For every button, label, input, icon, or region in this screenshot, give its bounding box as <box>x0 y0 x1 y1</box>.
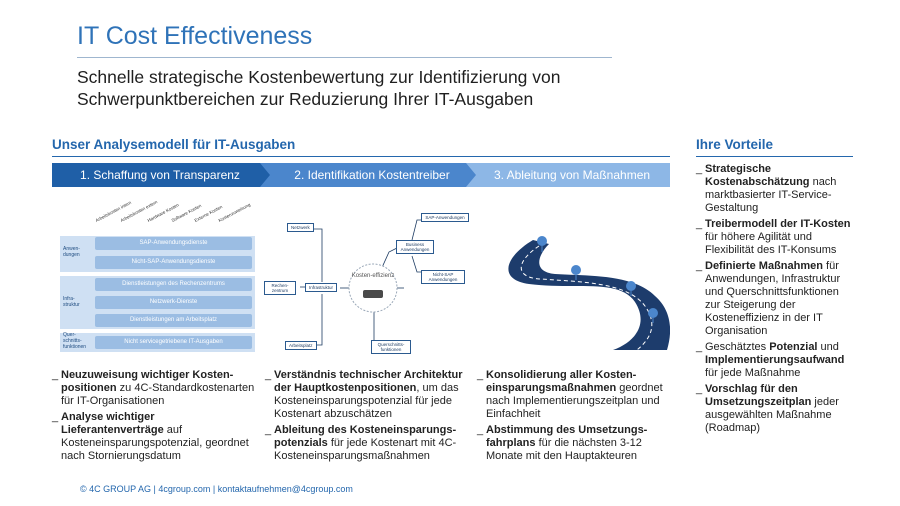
cost-bar: Nicht servicegetriebene IT-Ausgaben <box>95 336 252 349</box>
benefits-heading: Ihre Vorteile <box>696 137 774 152</box>
footer: © 4C GROUP AG | 4cgroup.com | kontaktauf… <box>80 484 353 494</box>
bullet-item: _Konsolidierung aller Kosten-einsparungs… <box>477 369 663 420</box>
benefit-item: _Definierte Maßnahmen für Anwendungen, I… <box>696 260 841 337</box>
step-3-label: 3. Ableitung von Maßnahmen <box>494 168 650 182</box>
cost-bar: Dienstleistungen des Rechenzentrums <box>95 278 252 291</box>
node-sap-apps: SAP-Anwendungen <box>421 213 469 222</box>
benefits-heading-rule <box>696 156 853 157</box>
process-steps: 1. Schaffung von Transparenz 2. Identifi… <box>52 163 670 187</box>
subtitle-line-1: Schnelle strategische Kostenbewertung zu… <box>77 67 561 87</box>
step-1-label: 1. Schaffung von Transparenz <box>80 168 240 182</box>
cost-driver-diagram <box>300 219 422 346</box>
column-3-bullets: _Konsolidierung aller Kosten-einsparungs… <box>477 369 670 466</box>
benefit-item: _Treibermodell der IT-Kosten für höhere … <box>696 218 851 256</box>
cost-bar: Nicht-SAP-Anwendungsdienste <box>95 256 252 269</box>
node-workplace: Arbeitsplatz <box>285 341 317 350</box>
benefit-item: _Vorschlag für den Umsetzungszeitplan je… <box>696 383 839 434</box>
group-label: Infra-struktur <box>63 296 80 308</box>
bullet-item: _Verständnis technischer Architektur der… <box>265 369 463 420</box>
step-2-arrow <box>260 163 480 187</box>
milestone-pin-4 <box>648 308 658 323</box>
node-network: Netzwerk <box>287 223 314 232</box>
group-label: Anwen-dungen <box>63 246 80 258</box>
cost-efficiency-center: Kosten-effizienz <box>351 273 395 279</box>
group-label: Quer-schnitts-funktionen <box>63 332 87 350</box>
node-data-center: Rechen-zentrum <box>264 281 296 295</box>
bullet-item: _Analyse wichtiger Lieferantenverträge a… <box>52 411 249 462</box>
node-business-apps: Business Anwendungen <box>396 240 434 254</box>
benefit-item: _Strategische Kostenabschätzung nach mar… <box>696 163 837 214</box>
bullet-item: _Neuzuweisung wichtiger Kosten-positione… <box>52 369 255 407</box>
node-cross-functions: Querschnitts-funktionen <box>371 340 411 354</box>
page-subtitle: Schnelle strategische Kostenbewertung zu… <box>77 66 637 110</box>
roadmap-illustration <box>508 236 670 351</box>
money-icon <box>363 290 383 298</box>
milestone-pin-1 <box>537 236 547 252</box>
step-2-label: 2. Identifikation Kostentreiber <box>294 168 449 182</box>
title-divider <box>77 57 612 58</box>
model-heading: Unser Analysemodell für IT-Ausgaben <box>52 137 296 152</box>
model-heading-rule <box>52 156 670 157</box>
cost-bar: Netzwerk-Dienste <box>95 296 252 309</box>
column-2-bullets: _Verständnis technischer Architektur der… <box>265 369 463 466</box>
benefits-list: _Strategische Kostenabschätzung nach mar… <box>696 163 856 438</box>
step-3-arrow <box>466 163 670 187</box>
step-1-arrow <box>52 163 274 187</box>
bullet-item: _Abstimmung des Umsetzungs-fahrplans für… <box>477 424 648 462</box>
milestone-pin-2 <box>571 265 581 280</box>
subtitle-line-2: Schwerpunktbereichen zur Reduzierung Ihr… <box>77 89 534 109</box>
benefit-item: _Geschätztes Potenzial und Implementieru… <box>696 341 845 379</box>
cost-bar: Dienstleistungen am Arbeitsplatz <box>95 314 252 327</box>
node-infrastructure: Infrastruktur <box>305 283 338 292</box>
bullet-item: _Ableitung des Kosteneinsparungs-potenzi… <box>265 424 457 462</box>
node-non-sap-apps: Nicht-SAP Anwendungen <box>421 270 465 284</box>
column-1-bullets: _Neuzuweisung wichtiger Kosten-positione… <box>52 369 257 466</box>
page-title: IT Cost Effectiveness <box>77 22 313 50</box>
category-label: Kostenzuweisung <box>217 202 252 223</box>
milestone-pin-3 <box>626 281 636 296</box>
cost-bar: SAP-Anwendungsdienste <box>95 237 252 250</box>
